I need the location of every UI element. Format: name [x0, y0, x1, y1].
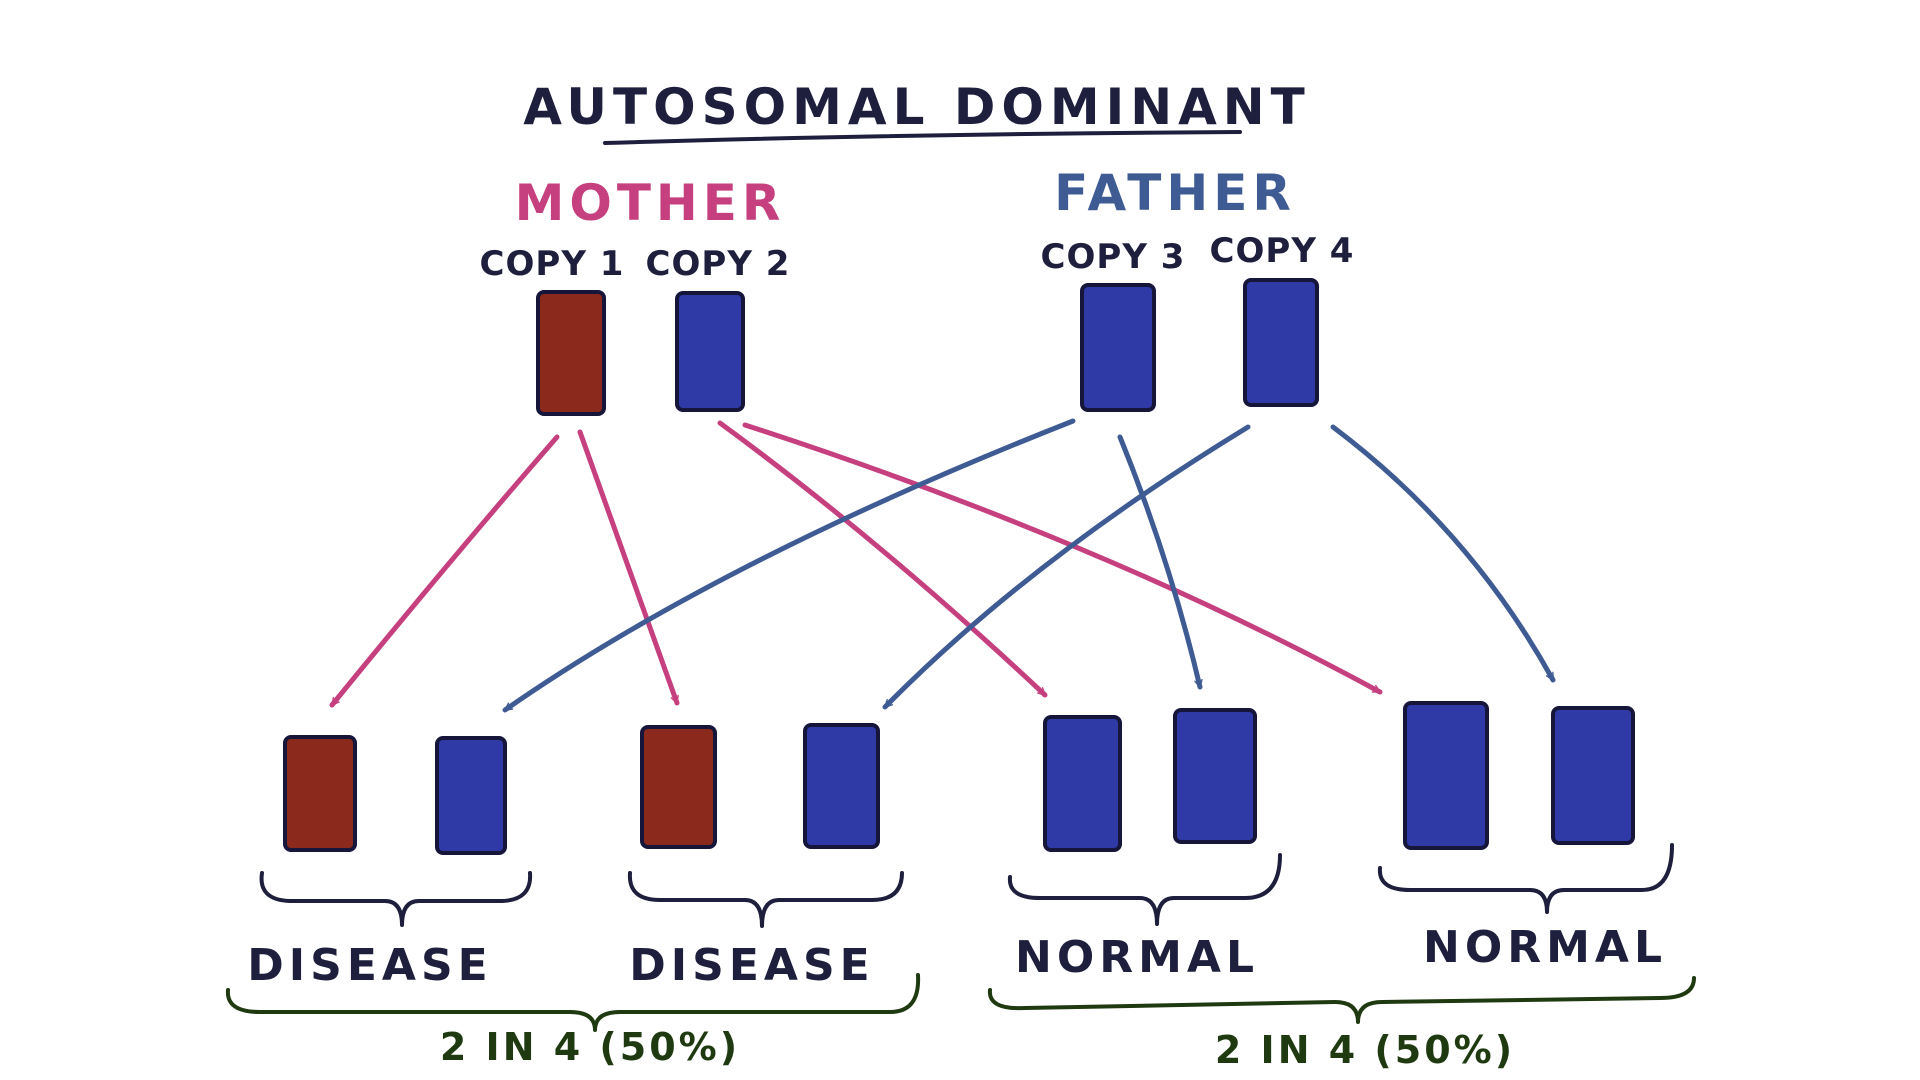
- group-2-ratio: 2 IN 4 (50%): [1215, 1028, 1515, 1072]
- copy-2-label: COPY 2: [646, 244, 791, 284]
- offspring-2-gene-a: [640, 725, 717, 849]
- offspring-1-gene-b: [435, 736, 507, 855]
- offspring-4-outcome: NORMAL: [1423, 922, 1667, 973]
- copy-3-label: COPY 3: [1041, 237, 1186, 277]
- arrow-copy-1-to-offspring-1: [329, 434, 560, 708]
- arrow-copy-1-to-offspring-2: [577, 429, 680, 706]
- copy-4-label: COPY 4: [1210, 231, 1355, 271]
- diagram-title: AUTOSOMAL DOMINANT: [523, 78, 1310, 136]
- copy-1-gene: [536, 290, 606, 416]
- group-2-brace: [987, 976, 1696, 1024]
- mother-label: MOTHER: [515, 174, 786, 232]
- arrow-copy-2-to-offspring-4: [742, 422, 1383, 695]
- offspring-1-brace: [259, 871, 533, 927]
- arrow-copy-3-to-offspring-1: [502, 418, 1076, 713]
- offspring-1-outcome: DISEASE: [247, 940, 492, 991]
- offspring-3-gene-a: [1043, 715, 1122, 852]
- copy-1-label: COPY 1: [480, 244, 625, 284]
- offspring-4-gene-b: [1551, 706, 1635, 845]
- offspring-4-brace: [1377, 843, 1674, 914]
- group-1-brace: [225, 973, 921, 1032]
- offspring-4-gene-a: [1403, 701, 1489, 850]
- arrow-copy-2-to-offspring-3: [717, 420, 1048, 698]
- father-label: FATHER: [1054, 164, 1296, 222]
- offspring-2-gene-b: [803, 723, 880, 849]
- arrow-copy-4-to-offspring-2: [882, 424, 1251, 710]
- offspring-1-gene-a: [283, 735, 357, 852]
- offspring-3-outcome: NORMAL: [1015, 932, 1259, 983]
- title-underline: [603, 130, 1242, 145]
- offspring-3-gene-b: [1173, 708, 1257, 844]
- copy-2-gene: [675, 291, 745, 412]
- offspring-2-brace: [627, 871, 904, 928]
- offspring-3-brace: [1007, 853, 1282, 926]
- arrow-copy-4-to-offspring-4: [1330, 424, 1556, 683]
- offspring-2-outcome: DISEASE: [629, 940, 874, 991]
- copy-3-gene: [1080, 283, 1156, 412]
- group-1-ratio: 2 IN 4 (50%): [440, 1025, 740, 1069]
- arrow-copy-3-to-offspring-3: [1117, 434, 1203, 690]
- copy-4-gene: [1243, 278, 1319, 407]
